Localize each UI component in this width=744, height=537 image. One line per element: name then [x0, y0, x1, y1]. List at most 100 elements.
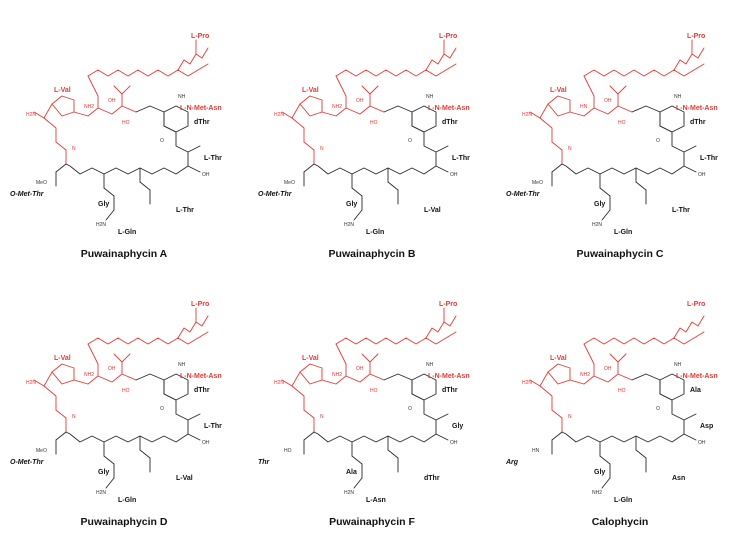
- atom-label-2: OH: [108, 98, 116, 104]
- proline-ring: [299, 343, 385, 385]
- compound-caption: Puwainaphycin D: [80, 516, 168, 528]
- fatty-acid-chain: [335, 47, 457, 77]
- residue-label-5: L-Gln: [118, 229, 136, 236]
- residue-label-5: L-Gln: [614, 229, 632, 236]
- atom-label-9: OH: [450, 440, 458, 446]
- atom-label-9: OH: [202, 172, 210, 178]
- residue-label-2: L-Thr: [204, 155, 222, 162]
- atom-label-3: HO: [122, 120, 130, 126]
- atom-label-9: OH: [698, 172, 706, 178]
- fatty-acid-chain: [87, 47, 209, 77]
- residue-label-1: dThr: [442, 119, 458, 126]
- structure-panel-5: L-Pro: [248, 268, 496, 536]
- atom-label-8: O: [160, 406, 164, 412]
- atom-label-8: O: [408, 138, 412, 144]
- asparagine-side-chain: [529, 371, 563, 433]
- atom-label-1: NH2: [580, 372, 590, 378]
- atom-label-2: OH: [356, 366, 364, 372]
- tail-substituent-label: L-Pro: [191, 301, 209, 308]
- atom-label-1: HN: [580, 104, 588, 110]
- residue-label-6: L-Val: [424, 207, 441, 214]
- peptide-backbone: [303, 373, 449, 489]
- fatty-acid-chain: [335, 315, 457, 345]
- residue-label-2: Gly: [452, 423, 463, 430]
- residue-label-3: Thr: [258, 459, 271, 466]
- residue-labels: L-Val L-N-Met-Asn dThr L-Thr O-Met-Thr G…: [506, 87, 718, 236]
- atom-label-3: HO: [370, 120, 378, 126]
- molecule-drawing: L-Pro: [506, 33, 718, 236]
- compound-caption: Calophycin: [591, 516, 649, 528]
- atom-label-1: NH2: [84, 372, 94, 378]
- atom-label-3: HO: [618, 388, 626, 394]
- residue-label-pro: L-Val: [302, 355, 319, 362]
- asparagine-side-chain: [529, 103, 563, 165]
- atom-label-3: HO: [618, 120, 626, 126]
- structure-panel-2: L-Pro: [248, 0, 496, 268]
- tail-substituent: L-Pro: [687, 301, 705, 308]
- residue-label-6: L-Thr: [176, 207, 194, 214]
- atom-label-8: O: [408, 406, 412, 412]
- molecule-drawing: L-Pro: [10, 301, 222, 504]
- atom-label-4: MeO: [532, 180, 543, 186]
- residue-label-2: L-Thr: [700, 155, 718, 162]
- atom-label-10: H2N: [344, 490, 354, 496]
- structure-panel-6: L-Pro: [496, 268, 744, 536]
- proline-ring: [299, 75, 385, 117]
- proline-ring: [51, 343, 137, 385]
- residue-label-6: L-Thr: [672, 207, 690, 214]
- structure-panel-1: L-Pro: [0, 0, 248, 268]
- residue-label-pro: L-Val: [54, 87, 71, 94]
- residue-label-5: L-Gln: [614, 497, 632, 504]
- asparagine-side-chain: [33, 103, 67, 165]
- atom-label-1: NH2: [332, 104, 342, 110]
- atom-label-6: NH: [674, 94, 682, 100]
- atom-label-7: N: [568, 146, 572, 152]
- asparagine-side-chain: [281, 371, 315, 433]
- atom-label-1: NH2: [84, 104, 94, 110]
- residue-label-3: O-Met-Thr: [10, 191, 45, 198]
- residue-label-4: Gly: [346, 201, 357, 208]
- atom-label-7: N: [320, 146, 324, 152]
- tail-substituent: L-Pro: [687, 33, 705, 55]
- atom-label-10: H2N: [344, 222, 354, 228]
- atom-label-3: HO: [370, 388, 378, 394]
- atom-labels: NH2 OH HO MeO H2N NH N O OH H2N: [274, 94, 458, 228]
- residue-label-1: dThr: [690, 119, 706, 126]
- atom-label-1: NH2: [332, 372, 342, 378]
- molecule-drawing: L-Pro: [505, 301, 718, 504]
- peptide-backbone: [551, 373, 697, 489]
- residue-label-1: dThr: [194, 387, 210, 394]
- peptide-backbone: [55, 373, 201, 489]
- atom-label-10: H2N: [592, 222, 602, 228]
- tail-substituent-label: L-Pro: [439, 301, 457, 308]
- atom-label-6: NH: [426, 94, 434, 100]
- residue-label-2: L-Thr: [204, 423, 222, 430]
- residue-label-val: L-N-Met-Asn: [180, 373, 222, 380]
- residue-label-2: L-Thr: [452, 155, 470, 162]
- atom-label-10: H2N: [96, 490, 106, 496]
- atom-label-4: HO: [284, 448, 292, 454]
- tail-substituent-label: L-Pro: [687, 33, 705, 40]
- compound-caption: Puwainaphycin C: [576, 248, 664, 260]
- atom-labels: NH2 OH HO MeO H2N NH N O OH H2N: [26, 362, 210, 496]
- residue-label-3: O-Met-Thr: [10, 459, 45, 466]
- tail-substituent: L-Pro: [439, 33, 457, 55]
- residue-label-pro: L-Val: [302, 87, 319, 94]
- tail-substituent: L-Pro: [439, 301, 457, 323]
- residue-labels: L-Val L-N-Met-Asn dThr L-Thr O-Met-Thr G…: [258, 87, 470, 236]
- compound-caption: Puwainaphycin A: [80, 248, 168, 260]
- compound-caption: Puwainaphycin F: [329, 516, 415, 528]
- atom-label-8: O: [656, 406, 660, 412]
- atom-label-5: H2N: [26, 380, 36, 386]
- atom-label-2: OH: [356, 98, 364, 104]
- atom-label-6: NH: [178, 94, 186, 100]
- structure-panel-4: L-Pro: [0, 268, 248, 536]
- compound-caption: Puwainaphycin B: [328, 248, 416, 260]
- residue-label-4: Ala: [346, 469, 357, 476]
- residue-label-6: L-Val: [176, 475, 193, 482]
- residue-label-3: O-Met-Thr: [506, 191, 541, 198]
- residue-label-4: Gly: [98, 201, 109, 208]
- residue-label-val: L-N-Met-Asn: [180, 105, 222, 112]
- peptide-backbone: [303, 105, 449, 221]
